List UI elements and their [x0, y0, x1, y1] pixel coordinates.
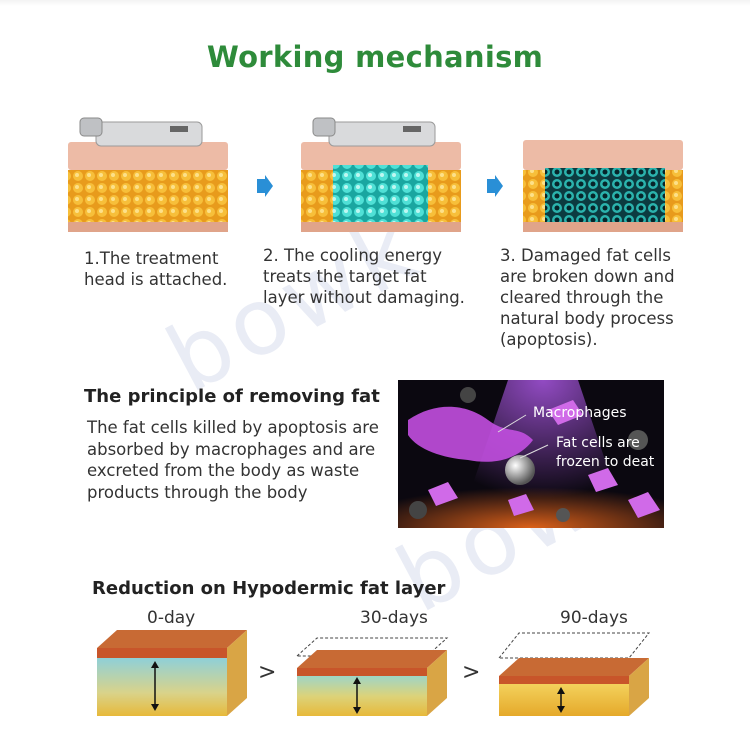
principle-heading: The principle of removing fat — [84, 386, 380, 407]
step1-illustration — [68, 117, 228, 232]
step1-line: 1.The treatment — [84, 249, 219, 268]
day-label-30: 30-days — [360, 608, 428, 628]
day-label-90: 90-days — [560, 608, 628, 628]
step2-caption: 2. The cooling energy treats the target … — [263, 245, 488, 308]
page-title: Working mechanism — [206, 40, 544, 74]
tissue-block-0-day — [97, 630, 247, 716]
fat-cells-label: Fat cells are frozen to deat — [556, 435, 655, 470]
principle-description: The fat cells killed by apoptosis are ab… — [87, 417, 397, 503]
step2-line: layer without damaging. — [263, 288, 465, 307]
step2-illustration — [301, 117, 461, 232]
step1-caption: 1.The treatment head is attached. — [84, 248, 254, 290]
principle-line: absorbed by macrophages and are — [87, 439, 376, 459]
macrophages-label: Macrophages — [533, 405, 627, 421]
top-divider — [0, 0, 750, 6]
tissue-block-30-days — [295, 637, 449, 716]
step3-line: (apoptosis). — [500, 330, 598, 349]
macrophage-scene-icon — [398, 380, 664, 528]
principle-line: The fat cells killed by apoptosis are — [87, 418, 379, 437]
comparator-symbol: > — [462, 660, 481, 685]
step1-line: head is attached. — [84, 270, 228, 289]
step3-line: natural body process — [500, 309, 674, 328]
macrophage-image: Macrophages Fat cells are frozen to deat — [398, 380, 664, 528]
principle-line: products through the body — [87, 482, 308, 502]
comparator-symbol: > — [258, 660, 277, 685]
step3-illustration — [523, 140, 683, 232]
treatment-head-icon — [79, 117, 203, 147]
step3-line: are broken down and — [500, 267, 675, 286]
step3-caption: 3. Damaged fat cells are broken down and… — [500, 245, 710, 350]
day-label-0: 0-day — [147, 608, 196, 628]
reduction-heading: Reduction on Hypodermic fat layer — [92, 578, 446, 599]
step3-line: cleared through the — [500, 288, 664, 307]
treatment-head-icon — [312, 117, 436, 147]
step2-line: 2. The cooling energy — [263, 246, 443, 265]
arrow-right-icon — [487, 175, 503, 197]
principle-line: excreted from the body as waste — [87, 461, 360, 480]
step2-line: treats the target fat — [263, 267, 427, 286]
arrow-right-icon — [257, 175, 273, 197]
step3-line: 3. Damaged fat cells — [500, 246, 671, 265]
tissue-block-90-days — [497, 632, 651, 716]
